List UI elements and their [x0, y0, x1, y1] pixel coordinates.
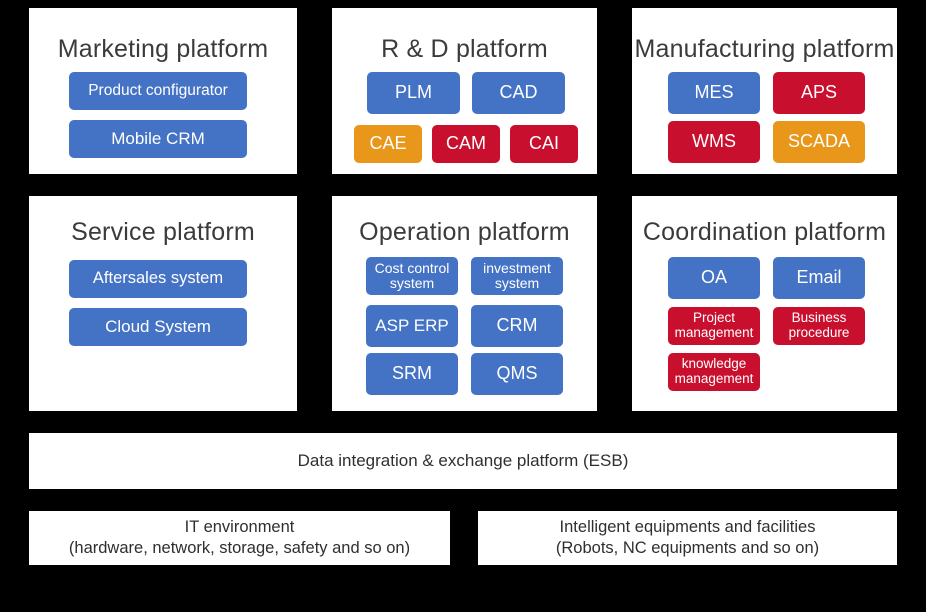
- chip-label: CAM: [446, 133, 486, 154]
- chip-label: CAD: [499, 82, 538, 103]
- chip-label: QMS: [496, 363, 538, 384]
- chip-label: SCADA: [787, 131, 850, 152]
- chip-oa[interactable]: OA: [668, 257, 760, 299]
- chip-label: knowledge management: [674, 356, 754, 386]
- chip-label: Aftersales system: [92, 269, 224, 288]
- chip-product-configurator[interactable]: Product configurator: [69, 72, 247, 110]
- panel-service-platform: Service platform Aftersales system Cloud…: [29, 196, 297, 411]
- panel-rd-platform: R & D platform PLM CAD CAE CAM CAI: [332, 8, 597, 174]
- chip-scada[interactable]: SCADA: [773, 121, 865, 163]
- it-environment-label: IT environment (hardware, network, stora…: [68, 518, 411, 557]
- chip-label: Cloud System: [105, 316, 211, 336]
- panel-title-rd: R & D platform: [381, 35, 548, 63]
- panel-title-manufacturing: Manufacturing platform: [634, 35, 895, 63]
- esb-label: Data integration & exchange platform (ES…: [297, 451, 629, 471]
- chip-email[interactable]: Email: [773, 257, 865, 299]
- chip-knowledge-management[interactable]: knowledge management: [668, 353, 760, 391]
- chip-cad[interactable]: CAD: [472, 72, 565, 114]
- chip-plm[interactable]: PLM: [367, 72, 460, 114]
- chip-label: PLM: [394, 82, 432, 103]
- footer-box-intelligent-equipments: Intelligent equipments and facilities (R…: [478, 511, 897, 565]
- intelligent-equipments-label: Intelligent equipments and facilities (R…: [555, 518, 820, 557]
- data-integration-exchange-bar: Data integration & exchange platform (ES…: [29, 433, 897, 489]
- chip-label: Product configurator: [88, 81, 228, 99]
- chip-cloud-system[interactable]: Cloud System: [69, 308, 247, 346]
- chip-cost-control-system[interactable]: Cost control system: [366, 257, 458, 295]
- chip-cai[interactable]: CAI: [510, 125, 578, 163]
- chip-label: MES: [694, 82, 734, 103]
- chip-business-procedure[interactable]: Business procedure: [773, 307, 865, 345]
- chip-label: WMS: [692, 131, 736, 152]
- chip-asp-erp[interactable]: ASP ERP: [366, 305, 458, 347]
- chip-cae[interactable]: CAE: [354, 125, 422, 163]
- footer-box-it-environment: IT environment (hardware, network, stora…: [29, 511, 450, 565]
- chip-label: CRM: [496, 315, 538, 336]
- chip-label: CAE: [369, 133, 407, 154]
- chip-srm[interactable]: SRM: [366, 353, 458, 395]
- chip-aftersales-system[interactable]: Aftersales system: [69, 260, 247, 298]
- chip-label: SRM: [392, 363, 432, 384]
- panel-title-marketing: Marketing platform: [57, 35, 269, 63]
- chip-label: CAI: [528, 133, 559, 154]
- chip-label: Project management: [674, 310, 754, 340]
- chip-mes[interactable]: MES: [668, 72, 760, 114]
- chip-label: Business procedure: [788, 310, 850, 340]
- chip-label: Email: [796, 267, 842, 288]
- panel-marketing-platform: Marketing platform Product configurator …: [29, 8, 297, 174]
- panel-operation-platform: Operation platform Cost control system i…: [332, 196, 597, 411]
- chip-label: APS: [800, 82, 838, 103]
- chip-crm[interactable]: CRM: [471, 305, 563, 347]
- chip-cam[interactable]: CAM: [432, 125, 500, 163]
- panel-coordination-platform: Coordination platform OA Email Project m…: [632, 196, 897, 411]
- chip-label: Cost control system: [374, 259, 450, 291]
- panel-title-service: Service platform: [71, 218, 255, 246]
- chip-investment-system[interactable]: investment system: [471, 257, 563, 295]
- chip-mobile-crm[interactable]: Mobile CRM: [69, 120, 247, 158]
- chip-label: ASP ERP: [375, 315, 449, 335]
- chip-wms[interactable]: WMS: [668, 121, 760, 163]
- panel-title-coordination: Coordination platform: [642, 218, 887, 246]
- panel-manufacturing-platform: Manufacturing platform MES APS WMS SCADA: [632, 8, 897, 174]
- panel-title-operation: Operation platform: [359, 218, 570, 246]
- chip-qms[interactable]: QMS: [471, 353, 563, 395]
- chip-label: OA: [700, 267, 727, 288]
- chip-label: Mobile CRM: [111, 128, 205, 148]
- chip-project-management[interactable]: Project management: [668, 307, 760, 345]
- chip-label: investment system: [483, 259, 551, 291]
- chip-aps[interactable]: APS: [773, 72, 865, 114]
